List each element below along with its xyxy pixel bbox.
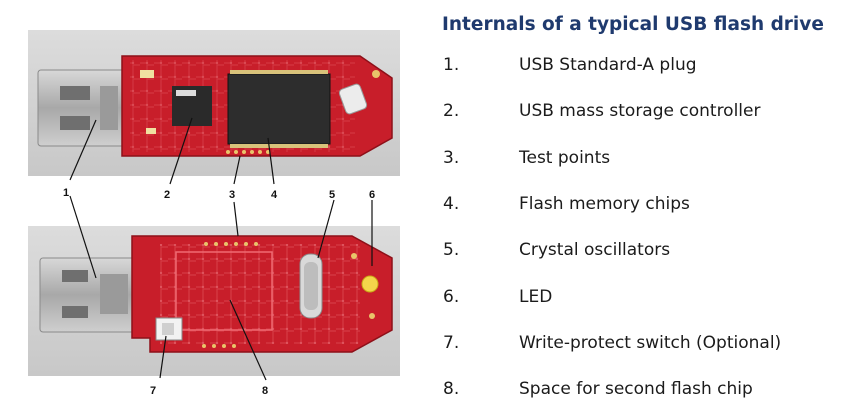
legend-item: 4. Flash memory chips bbox=[443, 181, 841, 227]
legend-item: 7. Write-protect switch (Optional) bbox=[443, 320, 841, 366]
callout-4: 4 bbox=[271, 189, 278, 201]
legend-list: 1. USB Standard-A plug 2. USB mass stora… bbox=[443, 42, 841, 412]
bottom-usb-plug bbox=[39, 257, 141, 333]
legend-item: 1. USB Standard-A plug bbox=[443, 42, 841, 88]
legend-item: 5. Crystal oscillators bbox=[443, 227, 841, 273]
legend-item: 2. USB mass storage controller bbox=[443, 88, 841, 134]
legend-number: 3. bbox=[443, 147, 460, 168]
callout-7: 7 bbox=[150, 385, 156, 397]
legend-number: 1. bbox=[443, 55, 460, 76]
legend-number: 6. bbox=[443, 286, 460, 307]
crystal-oscillator bbox=[299, 253, 323, 319]
legend-item: 8. Space for second flash chip bbox=[443, 366, 841, 412]
legend-item: 3. Test points bbox=[443, 135, 841, 181]
bottom-test-points bbox=[202, 242, 258, 348]
callout-2: 2 bbox=[164, 189, 170, 201]
legend-label: LED bbox=[519, 286, 553, 307]
photo-illustration: 1 2 3 4 5 6 7 8 bbox=[28, 30, 400, 397]
legend-label: USB Standard-A plug bbox=[519, 55, 697, 76]
top-test-points bbox=[226, 150, 270, 154]
callout-lines bbox=[69, 117, 373, 381]
legend-label: Test points bbox=[519, 147, 611, 168]
bottom-drive bbox=[39, 235, 393, 353]
legend-label: USB mass storage controller bbox=[519, 101, 761, 122]
legend-label: Write-protect switch (Optional) bbox=[519, 332, 782, 353]
legend-label: Crystal oscillators bbox=[519, 240, 671, 261]
legend-number: 5. bbox=[443, 240, 460, 261]
empty-flash-footprint bbox=[175, 251, 273, 331]
top-flash-chip bbox=[227, 70, 331, 148]
top-drive bbox=[37, 55, 393, 157]
top-controller-chip bbox=[172, 86, 212, 126]
diagram-title: Internals of a typical USB flash drive bbox=[442, 14, 824, 35]
led bbox=[361, 275, 379, 293]
callout-8: 8 bbox=[262, 385, 268, 397]
legend-label: Flash memory chips bbox=[519, 194, 690, 215]
callout-5: 5 bbox=[329, 189, 335, 201]
callout-1: 1 bbox=[63, 187, 69, 199]
top-usb-plug bbox=[37, 69, 131, 147]
write-protect-switch bbox=[155, 317, 183, 341]
callout-6: 6 bbox=[369, 189, 375, 201]
legend-number: 4. bbox=[443, 194, 460, 215]
legend-number: 7. bbox=[443, 332, 460, 353]
legend-item: 6. LED bbox=[443, 273, 841, 319]
legend-number: 8. bbox=[443, 379, 460, 400]
legend-label: Space for second flash chip bbox=[519, 379, 753, 400]
legend-number: 2. bbox=[443, 101, 460, 122]
callout-3: 3 bbox=[229, 189, 235, 201]
usb-flash-drive-photo: 1 2 3 4 5 6 7 8 bbox=[28, 30, 400, 397]
